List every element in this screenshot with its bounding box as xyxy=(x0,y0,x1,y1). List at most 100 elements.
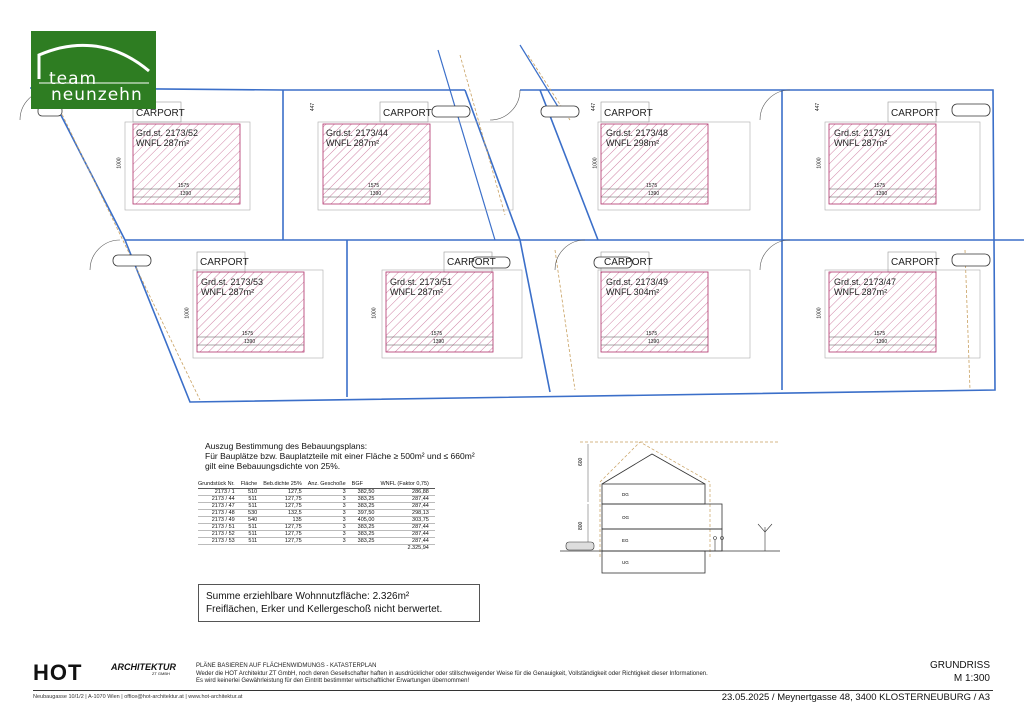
table-cell: 2173 / 1 xyxy=(198,488,241,496)
plot-wnfl: WNFL 287m² xyxy=(834,138,888,148)
carport-label: CARPORT xyxy=(604,108,653,119)
plot-label: Grd.st. 2173/1 WNFL 287m² xyxy=(834,128,891,148)
table-cell: 2173 / 52 xyxy=(198,530,241,538)
plot-number: Grd.st. 2173/44 xyxy=(326,128,389,138)
hot-logo-zt: ZT GMBH xyxy=(152,671,170,676)
tree-icon xyxy=(757,523,773,551)
plot-label: Grd.st. 2173/47 WNFL 287m² xyxy=(834,277,896,297)
plot-label: Grd.st. 2173/53 WNFL 287m² xyxy=(201,277,263,297)
table-cell: 405,00 xyxy=(351,516,381,524)
logo-line1: team xyxy=(49,69,98,89)
table-cell: 2173 / 47 xyxy=(198,502,241,510)
dim-depth: 1000 xyxy=(371,307,378,319)
plan-basis-text: PLÄNE BASIEREN AUF FLÄCHENWIDMUNGS - KAT… xyxy=(196,663,377,669)
table-cell: 3 xyxy=(307,516,352,524)
person-icon xyxy=(713,536,724,551)
table-cell: 511 xyxy=(240,523,264,531)
dim-setback: 447 xyxy=(591,102,598,112)
table-cell: 2173 / 53 xyxy=(198,537,241,545)
carport-label: CARPORT xyxy=(604,257,653,268)
date-location: 23.05.2025 / Meynertgasse 48, 3400 KLOST… xyxy=(721,692,990,703)
section-dim-upper: 600 xyxy=(578,457,584,466)
table-cell: 127,75 xyxy=(263,495,308,503)
table-header-row: Grundstück Nr. Fläche Beb.dichte 25% Anz… xyxy=(198,481,435,489)
hot-logo: HOT xyxy=(33,660,83,685)
car-icon xyxy=(565,541,595,551)
table-cell: 3 xyxy=(307,530,352,538)
table-cell: 298,13 xyxy=(380,509,435,517)
plot-label: Grd.st. 2173/48 WNFL 298m² xyxy=(606,128,668,148)
section-drawing: 600 800 DG OG EG UG xyxy=(560,441,780,574)
col-header: BGF xyxy=(351,481,381,489)
section-dim-lower: 800 xyxy=(578,521,584,530)
table-cell: 3 xyxy=(307,495,352,503)
plot-label: Grd.st. 2173/52 WNFL 287m² xyxy=(136,128,198,148)
carport-label: CARPORT xyxy=(447,257,496,268)
plot-wnfl: WNFL 287m² xyxy=(201,287,255,297)
plot-number: Grd.st. 2173/51 xyxy=(390,277,453,287)
table-cell: 2173 / 49 xyxy=(198,516,241,524)
dim-outer: 1575 xyxy=(431,331,443,337)
table-total: 2.325,94 xyxy=(407,545,429,551)
carport-label: CARPORT xyxy=(891,257,940,268)
col-header: Beb.dichte 25% xyxy=(263,481,308,489)
table-cell: 511 xyxy=(240,530,264,538)
footer-divider xyxy=(33,690,993,691)
carport-label: CARPORT xyxy=(136,108,185,119)
plot-number: Grd.st. 2173/1 xyxy=(834,128,892,138)
floor-label: OG xyxy=(622,515,630,520)
table-cell: 383,25 xyxy=(351,537,381,545)
plot-number: Grd.st. 2173/52 xyxy=(136,128,199,138)
table-cell: 3 xyxy=(307,509,352,517)
dim-depth: 1000 xyxy=(592,157,599,169)
dim-outer: 1575 xyxy=(178,183,190,189)
dim-inner: 1390 xyxy=(648,191,660,197)
table-cell: 287,44 xyxy=(380,495,435,503)
hot-logo-sub: ARCHITEKTUR xyxy=(111,662,176,672)
plot-label: Grd.st. 2173/51 WNFL 287m² xyxy=(390,277,452,297)
table-cell: 3 xyxy=(307,502,352,510)
dim-depth: 1000 xyxy=(816,157,823,169)
table-cell: 2173 / 44 xyxy=(198,495,241,503)
dim-outer: 1575 xyxy=(646,331,658,337)
dim-inner: 1390 xyxy=(370,191,382,197)
table-cell: 530 xyxy=(240,509,264,517)
table-cell: 397,50 xyxy=(351,509,381,517)
col-header: Grundstück Nr. xyxy=(198,481,241,489)
table-cell: 540 xyxy=(240,516,264,524)
dim-outer: 1575 xyxy=(874,331,886,337)
table-cell: 3 xyxy=(307,523,352,531)
table-cell: 383,25 xyxy=(351,523,381,531)
plot-label: Grd.st. 2173/44 WNFL 287m² xyxy=(326,128,388,148)
dim-inner: 1390 xyxy=(648,339,660,345)
table-cell: 127,75 xyxy=(263,523,308,531)
table-cell: 383,25 xyxy=(351,495,381,503)
table-cell: 3 xyxy=(307,537,352,545)
table-cell: 2173 / 48 xyxy=(198,509,241,517)
col-header: Fläche xyxy=(240,481,264,489)
dim-outer: 1575 xyxy=(874,183,886,189)
table-cell: 383,25 xyxy=(351,530,381,538)
floor-label: UG xyxy=(622,560,629,565)
table-cell: 127,75 xyxy=(263,537,308,545)
team-neunzehn-logo: team neunzehn xyxy=(31,31,156,109)
table-cell: 3 xyxy=(307,488,352,496)
table-cell: 511 xyxy=(240,537,264,545)
table-cell: 2173 / 51 xyxy=(198,523,241,531)
table-cell: 287,44 xyxy=(380,502,435,510)
table-cell: 127,5 xyxy=(263,488,308,496)
table-cell: 303,75 xyxy=(380,516,435,524)
note-line2: Für Bauplätze bzw. Bauplatzteile mit ein… xyxy=(205,451,475,461)
table-cell: 135 xyxy=(263,516,308,524)
summary-box: Summe erziehlbare Wohnnutzfläche: 2.326m… xyxy=(198,584,480,622)
table-cell: 286,88 xyxy=(380,488,435,496)
area-table: Grundstück Nr. Fläche Beb.dichte 25% Anz… xyxy=(198,481,435,551)
table-cell: 287,44 xyxy=(380,523,435,531)
dim-outer: 1575 xyxy=(646,183,658,189)
table-cell: 287,44 xyxy=(380,530,435,538)
